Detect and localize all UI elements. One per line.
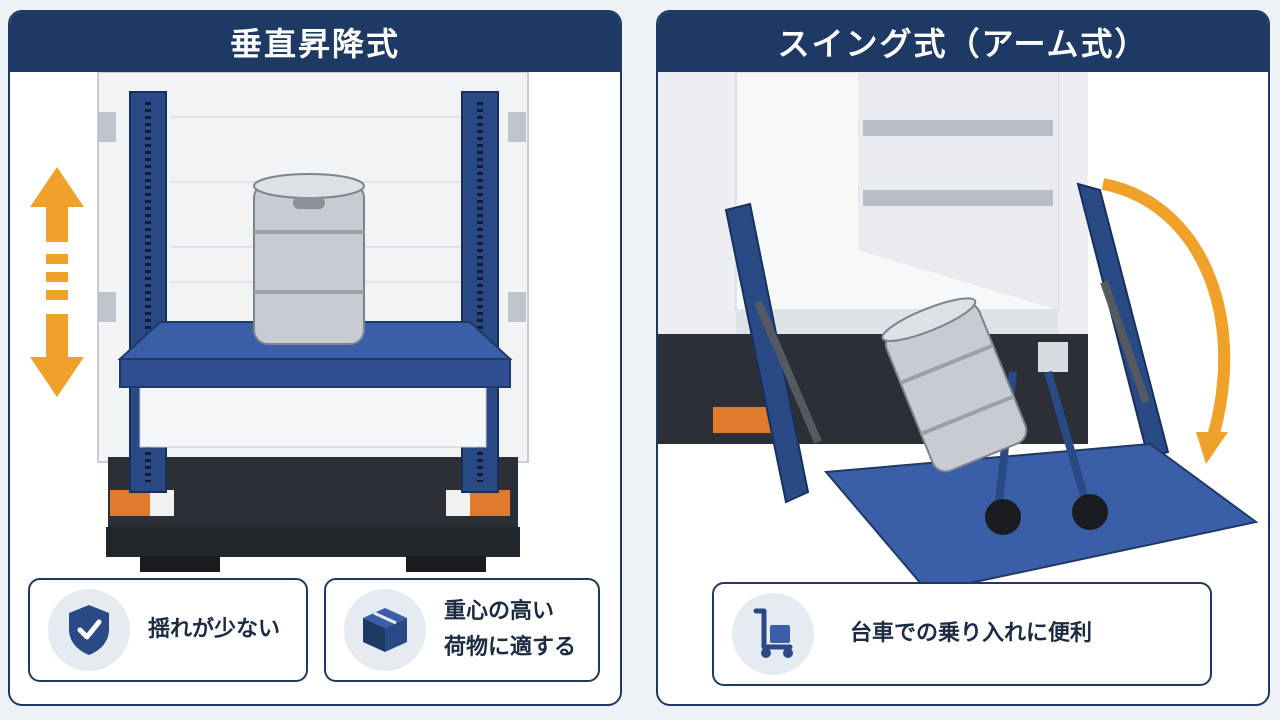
feature-text-line1: 重心の高い	[444, 599, 555, 624]
door-hinge	[98, 292, 116, 322]
tail-light-left-white	[150, 490, 174, 516]
swing-lift-panel: スイング式（アーム式）	[656, 10, 1270, 706]
up-down-arrow-icon	[30, 167, 84, 397]
tail-light-right-white	[446, 490, 470, 516]
swing-lift-title: スイング式（アーム式）	[658, 12, 1268, 72]
feature-card-hand-truck: 台車での乗り入れに便利	[712, 582, 1212, 686]
door-hinge	[508, 292, 526, 322]
vertical-lift-panel: 垂直昇降式	[8, 10, 622, 706]
feature-text-line2: 荷物に適する	[444, 635, 577, 660]
feature-card-low-sway: 揺れが少ない	[28, 578, 308, 682]
swing-arm-right	[1076, 182, 1170, 459]
hand-truck-icon	[732, 593, 814, 675]
tail-light	[713, 407, 775, 433]
rear-bumper	[106, 527, 520, 557]
feature-text-low-sway: 揺れが少ない	[148, 617, 281, 642]
cargo-rails	[863, 120, 1053, 206]
lift-platform-front	[119, 358, 511, 388]
swing-lift-illustration	[658, 72, 1259, 582]
feature-card-high-center: 重心の高い 荷物に適する	[324, 578, 600, 682]
vertical-lift-title: 垂直昇降式	[10, 12, 620, 72]
box-icon	[344, 589, 426, 671]
wheel-right	[406, 556, 486, 572]
wheel-left	[140, 556, 220, 572]
swing-arrow-icon	[1101, 178, 1231, 439]
shield-check-icon	[48, 589, 130, 671]
swing-arrow-head	[1196, 432, 1228, 464]
feature-text-high-center: 重心の高い 荷物に適する	[444, 594, 576, 666]
feature-text-hand-truck: 台車での乗り入れに便利	[850, 621, 1093, 646]
beer-keg	[881, 297, 1028, 473]
swing-arm-left	[724, 202, 822, 504]
vertical-lift-illustration	[30, 72, 529, 572]
tail-lamp-box	[1038, 342, 1068, 372]
platform-support	[139, 386, 487, 448]
door-hinge	[98, 112, 116, 142]
door-hinge	[508, 112, 526, 142]
swing-platform	[823, 442, 1259, 582]
beer-keg	[253, 173, 365, 345]
